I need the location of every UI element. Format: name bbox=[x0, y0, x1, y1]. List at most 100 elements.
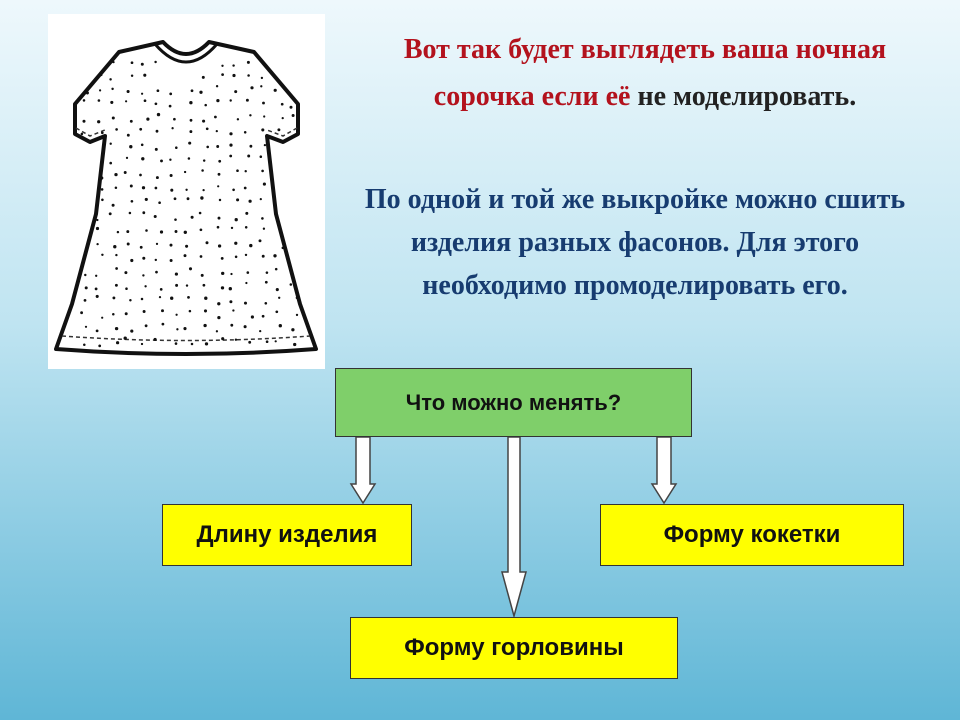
polka-dot bbox=[217, 185, 220, 188]
polka-dot bbox=[188, 309, 192, 313]
polka-dot bbox=[101, 253, 104, 257]
polka-dot bbox=[221, 64, 224, 67]
polka-dot bbox=[234, 255, 238, 259]
polka-dot bbox=[111, 116, 115, 120]
polka-dot bbox=[281, 246, 285, 250]
polka-dot bbox=[154, 258, 157, 262]
polka-dot bbox=[189, 118, 193, 122]
polka-dot bbox=[160, 159, 163, 163]
polka-dot bbox=[278, 324, 282, 328]
polka-dot bbox=[123, 171, 127, 174]
polka-dot bbox=[169, 173, 173, 178]
polka-dot bbox=[295, 296, 299, 300]
polka-dot bbox=[202, 188, 205, 192]
polka-dot bbox=[277, 128, 281, 132]
polka-dot bbox=[176, 328, 179, 331]
polka-dot bbox=[217, 315, 221, 320]
polka-dot bbox=[170, 188, 174, 192]
polka-dot bbox=[98, 89, 102, 92]
polka-dot bbox=[265, 271, 269, 274]
polka-dot bbox=[143, 73, 147, 77]
polka-dot bbox=[83, 343, 86, 346]
polka-dot bbox=[221, 337, 225, 341]
arrow-to-length bbox=[349, 436, 377, 505]
polka-dot bbox=[260, 76, 264, 80]
polka-dot bbox=[234, 241, 238, 245]
polka-dot bbox=[126, 230, 130, 234]
polka-dot bbox=[264, 301, 268, 305]
polka-dot bbox=[155, 176, 159, 180]
polka-dot bbox=[95, 274, 98, 277]
polka-dot bbox=[139, 127, 143, 131]
polka-dot bbox=[215, 129, 218, 133]
polka-dot bbox=[125, 156, 129, 160]
polka-dot bbox=[261, 254, 265, 258]
polka-dot bbox=[84, 273, 87, 277]
polka-dot bbox=[80, 132, 84, 136]
polka-dot bbox=[273, 254, 277, 258]
polka-dot bbox=[114, 172, 118, 177]
polka-dot bbox=[156, 112, 161, 117]
polka-dot bbox=[259, 197, 262, 201]
polka-dot bbox=[173, 117, 176, 121]
polka-dot bbox=[144, 197, 148, 201]
option-length-box: Длину изделия bbox=[162, 504, 412, 566]
polka-dot bbox=[262, 227, 266, 230]
polka-dot bbox=[250, 315, 254, 319]
polka-dot bbox=[215, 330, 219, 333]
polka-dot bbox=[129, 184, 133, 188]
polka-dot bbox=[116, 230, 120, 234]
polka-dot bbox=[216, 145, 220, 148]
polka-dot bbox=[171, 127, 174, 130]
polka-dot bbox=[130, 199, 134, 203]
polka-dot bbox=[275, 310, 279, 314]
polka-dot bbox=[202, 159, 206, 162]
polka-dot bbox=[200, 196, 204, 200]
polka-dot bbox=[220, 256, 224, 260]
polka-dot bbox=[170, 296, 174, 300]
polka-dot bbox=[84, 325, 88, 328]
polka-dot bbox=[190, 89, 194, 93]
polka-dot bbox=[229, 132, 233, 136]
polka-dot bbox=[259, 155, 263, 158]
polka-dot-pattern bbox=[80, 60, 299, 348]
polka-dot bbox=[293, 342, 297, 347]
polka-dot bbox=[155, 129, 159, 133]
polka-dot bbox=[159, 230, 164, 234]
polka-dot bbox=[200, 273, 204, 277]
polka-dot bbox=[128, 211, 132, 215]
explanation-paragraph: По одной и той же выкройке можно сшить и… bbox=[364, 184, 906, 301]
polka-dot bbox=[204, 342, 209, 346]
polka-dot bbox=[205, 241, 209, 245]
polka-dot bbox=[281, 116, 284, 120]
polka-dot bbox=[144, 285, 147, 288]
polka-dot bbox=[114, 326, 119, 331]
polka-dot bbox=[236, 169, 239, 173]
polka-dot bbox=[126, 242, 130, 246]
polka-dot bbox=[125, 100, 128, 103]
polka-dot bbox=[124, 271, 128, 275]
polka-dot bbox=[173, 197, 177, 201]
polka-dot bbox=[187, 157, 191, 160]
polka-dot bbox=[115, 253, 118, 257]
polka-dot bbox=[250, 86, 254, 90]
polka-dot bbox=[158, 295, 162, 299]
polka-dot bbox=[246, 271, 250, 274]
polka-dot bbox=[295, 313, 299, 317]
polka-dot bbox=[259, 329, 262, 333]
polka-dot bbox=[115, 341, 120, 345]
polka-dot bbox=[155, 270, 158, 274]
polka-dot bbox=[265, 340, 269, 344]
polka-dot bbox=[161, 309, 164, 313]
polka-dot bbox=[248, 340, 252, 344]
polka-dot bbox=[262, 182, 266, 186]
polka-dot bbox=[112, 60, 115, 64]
nightgown-illustration bbox=[48, 14, 325, 369]
polka-dot bbox=[113, 245, 117, 249]
polka-dot bbox=[85, 91, 89, 95]
polka-dot bbox=[230, 323, 234, 327]
polka-dot bbox=[112, 313, 115, 316]
polka-dot bbox=[249, 243, 253, 248]
polka-dot bbox=[141, 186, 146, 190]
polka-dot bbox=[130, 258, 134, 263]
